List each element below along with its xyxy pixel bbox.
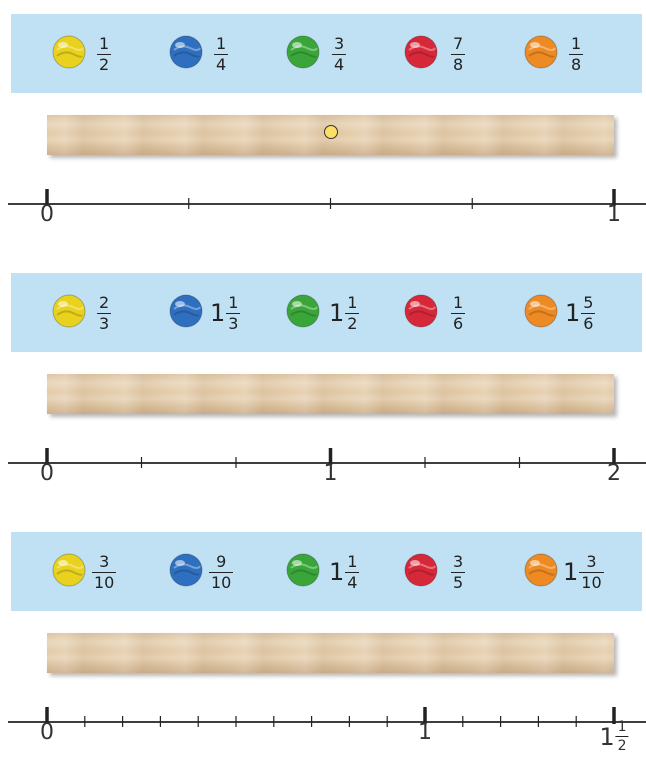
tick-label: 0 <box>40 202 54 227</box>
tick-label: 1 <box>607 202 621 227</box>
yellow-marble-icon <box>51 34 87 70</box>
number-line-axis <box>8 164 646 224</box>
number-line-axis <box>8 682 646 742</box>
red-marble-icon <box>403 293 439 329</box>
red-marble-icon <box>403 552 439 588</box>
tick-label: 0 <box>40 720 54 745</box>
tick-label: 1 <box>324 461 338 486</box>
orange-marble-icon <box>523 34 559 70</box>
green-marble-icon <box>285 34 321 70</box>
wooden-board <box>47 374 614 414</box>
yellow-marble-icon <box>51 293 87 329</box>
green-marble-icon <box>285 293 321 329</box>
red-marble-icon <box>403 34 439 70</box>
blue-marble-icon <box>168 34 204 70</box>
tick-label: 2 <box>607 461 621 486</box>
yellow-dot-marker[interactable] <box>324 125 338 139</box>
tick-label: 0 <box>40 461 54 486</box>
green-marble-icon <box>285 552 321 588</box>
blue-marble-icon <box>168 552 204 588</box>
orange-marble-icon <box>523 552 559 588</box>
wooden-board <box>47 633 614 673</box>
orange-marble-icon <box>523 293 559 329</box>
tick-label: 1 <box>418 720 432 745</box>
yellow-marble-icon <box>51 552 87 588</box>
blue-marble-icon <box>168 293 204 329</box>
